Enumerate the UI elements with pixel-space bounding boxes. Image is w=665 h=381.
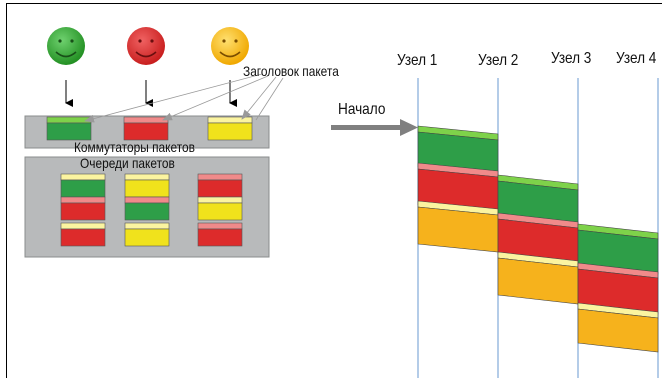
node-label-4: Узел 4 (616, 50, 657, 67)
timeline-packet-green-1 (417, 125, 499, 176)
queue-column-2 (124, 173, 170, 247)
smiley-green-icon (47, 27, 85, 65)
node-label-1: Узел 1 (397, 52, 438, 69)
node-label-2: Узел 2 (478, 52, 519, 69)
header-label: Заголовок пакета (243, 63, 339, 79)
start-arrow-icon (331, 119, 418, 136)
switch-packet-yellow (207, 116, 253, 141)
header-callout-lines (84, 73, 284, 123)
switches-label: Коммутаторы пакетов (74, 139, 195, 155)
switch-packet-red (123, 116, 169, 141)
frame-border (6, 3, 662, 378)
smiley-yellow-icon (211, 27, 249, 65)
timeline-packet-orange-1 (417, 200, 499, 253)
start-label: Начало (338, 101, 386, 118)
switch-packet-green (46, 116, 92, 141)
timeline-packet-green-3 (577, 223, 659, 275)
queues-label: Очереди пакетов (80, 155, 175, 171)
timeline-packet-orange-2 (497, 251, 579, 305)
smiley-red-icon (127, 27, 165, 65)
timeline-packet-orange-3 (577, 302, 659, 353)
timeline-packet-green-2 (497, 174, 579, 225)
node-label-3: Узел 3 (551, 50, 592, 67)
queue-column-3 (197, 173, 243, 247)
queue-column-1 (60, 173, 106, 247)
